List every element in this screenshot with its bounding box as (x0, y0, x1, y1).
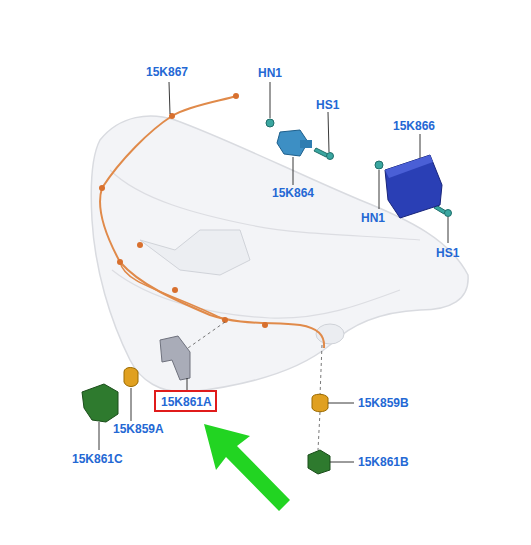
callout-number: HN1 (258, 66, 282, 80)
callout-number: 15K866 (393, 119, 435, 133)
harness-clips (99, 93, 268, 328)
sensor-15k859a (124, 368, 138, 387)
callout-number: 15K864 (272, 186, 314, 200)
sensor-15k859b (312, 394, 328, 412)
callout-number: 15K861C (72, 452, 123, 466)
leader-lines (99, 82, 448, 462)
callout-number: 15K859A (113, 422, 164, 436)
highlight-box: 15K861A (154, 390, 217, 412)
bumper-edge (112, 270, 400, 318)
bumper-edge (110, 170, 420, 240)
callout-number: HN1 (361, 211, 385, 225)
bracket-15k861a (160, 336, 190, 380)
module-15k866 (385, 155, 442, 218)
module-top (385, 155, 433, 178)
housing-15k861c (82, 384, 118, 422)
wiring-branch (120, 262, 225, 320)
callout-number: HS1 (316, 98, 339, 112)
grille-opening (140, 230, 250, 275)
sensor-connector (300, 140, 312, 148)
callout-number: HS1 (436, 246, 459, 260)
callout-number: 15K861B (358, 455, 409, 469)
callout-number: 15K859B (358, 396, 409, 410)
wiring-harness (100, 96, 324, 348)
pointer-arrow (204, 424, 290, 511)
housing-15k861b (308, 450, 330, 474)
callout-number: 15K867 (146, 65, 188, 79)
bumper-cover (91, 116, 468, 392)
callout-number: 15K861A (161, 395, 210, 409)
